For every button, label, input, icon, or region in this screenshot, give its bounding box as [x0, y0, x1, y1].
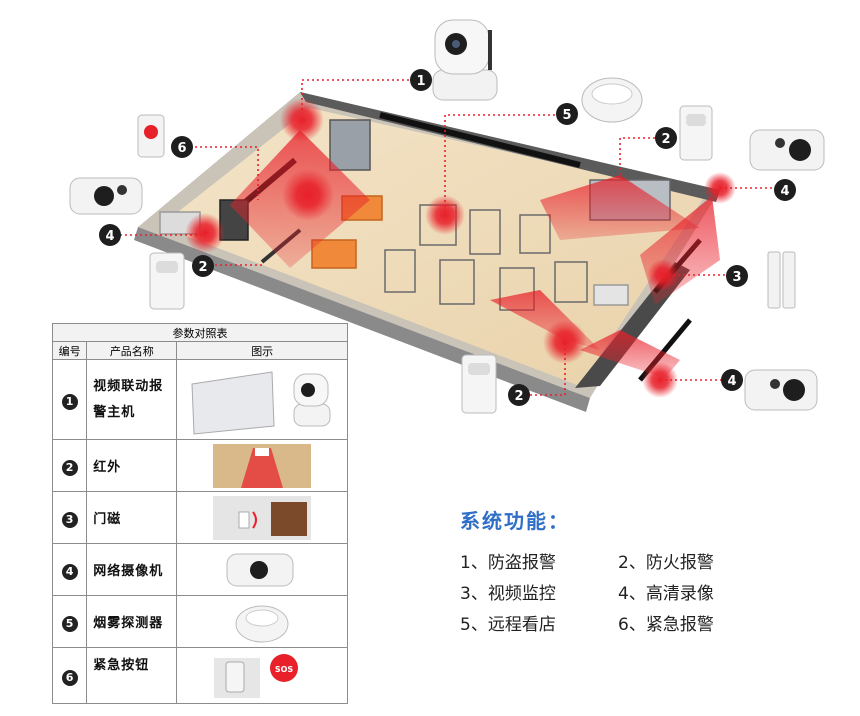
callout-badge-5: 5 — [556, 103, 578, 125]
counter — [593, 284, 629, 306]
product-thumbnail — [176, 595, 348, 648]
parameter-table: 参数对照表 编号 产品名称 图示 1 视频联动报警主机 2 红外 3 — [51, 323, 348, 704]
callout-badge-4: 4 — [774, 179, 796, 201]
callout-lines — [110, 79, 780, 396]
product-name: 门磁 — [86, 491, 178, 544]
callout-badge-1: 1 — [410, 69, 432, 91]
table-row: 1 视频联动报警主机 — [51, 359, 348, 440]
bullet-camera-device — [69, 177, 143, 215]
alarm-spot — [185, 213, 225, 253]
clothing-rack — [554, 261, 588, 303]
table-title: 参数对照表 — [52, 323, 348, 342]
door-magnet-device — [767, 251, 796, 309]
clothing-rack — [469, 209, 501, 255]
table-row: 2 红外 — [51, 439, 348, 492]
function-item: 6、紧急报警 — [618, 615, 714, 635]
svg-text:4: 4 — [727, 374, 736, 389]
callout-badge-3: 3 — [726, 265, 748, 287]
function-item: 4、高清录像 — [618, 584, 714, 604]
table-row: 4 网络摄像机 — [51, 543, 348, 596]
product-thumbnail — [176, 439, 348, 492]
alarm-spot — [425, 195, 465, 235]
svg-text:5: 5 — [562, 108, 571, 123]
svg-text:6: 6 — [177, 141, 186, 156]
smoke-detector-icon — [235, 605, 289, 642]
callout-badges: 1 5 6 2 4 4 2 3 4 2 — [99, 69, 796, 406]
product-thumbnail — [176, 359, 348, 440]
row-number: 5 — [61, 615, 78, 632]
callout-badge-2: 2 — [655, 127, 677, 149]
svg-text:2: 2 — [514, 389, 523, 404]
partition-wall — [379, 112, 581, 168]
product-thumbnail — [176, 543, 348, 596]
bullet-camera-device — [749, 129, 825, 171]
sos-button-device — [137, 114, 165, 158]
function-item: 5、远程看店 — [460, 615, 556, 635]
table-row: 5 烟雾探测器 — [51, 595, 348, 648]
infrared-zone — [540, 175, 700, 240]
product-name: 紧急按钮 — [86, 647, 178, 704]
alarm-spot — [282, 169, 334, 221]
row-number: 6 — [61, 669, 78, 686]
alarm-spot — [280, 98, 324, 142]
row-number: 2 — [61, 459, 78, 476]
svg-text:3: 3 — [732, 270, 741, 285]
alarm-spot — [543, 320, 587, 364]
system-functions: 系统功能： 1、防盗报警 2、防火报警 3、视频监控 4、高清录像 5、远程看店… — [460, 505, 780, 635]
bullet-camera-device — [744, 369, 818, 411]
svg-text:2: 2 — [198, 260, 207, 275]
product-thumbnail: SOS — [176, 647, 348, 704]
function-item: 1、防盗报警 — [460, 553, 556, 573]
svg-text:2: 2 — [661, 132, 670, 147]
clothing-rack — [384, 249, 416, 293]
row-number: 3 — [61, 511, 78, 528]
clothing-rack — [519, 214, 551, 254]
product-thumbnail — [176, 491, 348, 544]
sos-button-icon: SOS — [214, 653, 299, 698]
callout-badge-4: 4 — [99, 224, 121, 246]
bullet-camera-icon — [226, 553, 294, 586]
pir-sensor-device — [461, 354, 497, 414]
shelf — [329, 119, 371, 171]
table-row: 6 紧急按钮 SOS — [51, 647, 348, 704]
pir-sensor-device — [679, 105, 713, 161]
product-name: 烟雾探测器 — [86, 595, 178, 648]
door-magnet-icon — [213, 495, 312, 540]
function-item: 2、防火报警 — [618, 553, 714, 573]
column-header: 图示 — [176, 341, 348, 360]
functions-title: 系统功能： — [460, 509, 570, 533]
svg-text:1: 1 — [416, 74, 425, 89]
smoke-detector-device — [581, 77, 643, 123]
callout-badge-4: 4 — [721, 369, 743, 391]
product-name: 视频联动报警主机 — [86, 359, 178, 440]
clothing-rack — [439, 259, 475, 305]
product-name: 红外 — [86, 439, 178, 492]
alarm-host-camera-icon — [191, 370, 331, 435]
product-name: 网络摄像机 — [86, 543, 178, 596]
row-number: 4 — [61, 563, 78, 580]
pir-sensor-device — [149, 252, 185, 310]
infrared-curtain-icon — [213, 443, 312, 488]
function-item: 3、视频监控 — [460, 584, 556, 604]
detection-zones — [185, 98, 736, 398]
column-header: 产品名称 — [86, 341, 178, 360]
callout-badge-2: 2 — [508, 384, 530, 406]
callout-badge-6: 6 — [171, 136, 193, 158]
callout-badge-2: 2 — [192, 255, 214, 277]
svg-text:4: 4 — [780, 184, 789, 199]
svg-text:SOS: SOS — [275, 665, 294, 674]
table-row: 3 门磁 — [51, 491, 348, 544]
svg-text:4: 4 — [105, 229, 114, 244]
row-number: 1 — [61, 393, 78, 410]
column-header: 编号 — [51, 341, 88, 360]
sofa — [311, 239, 357, 269]
ip-camera-device — [432, 19, 498, 101]
